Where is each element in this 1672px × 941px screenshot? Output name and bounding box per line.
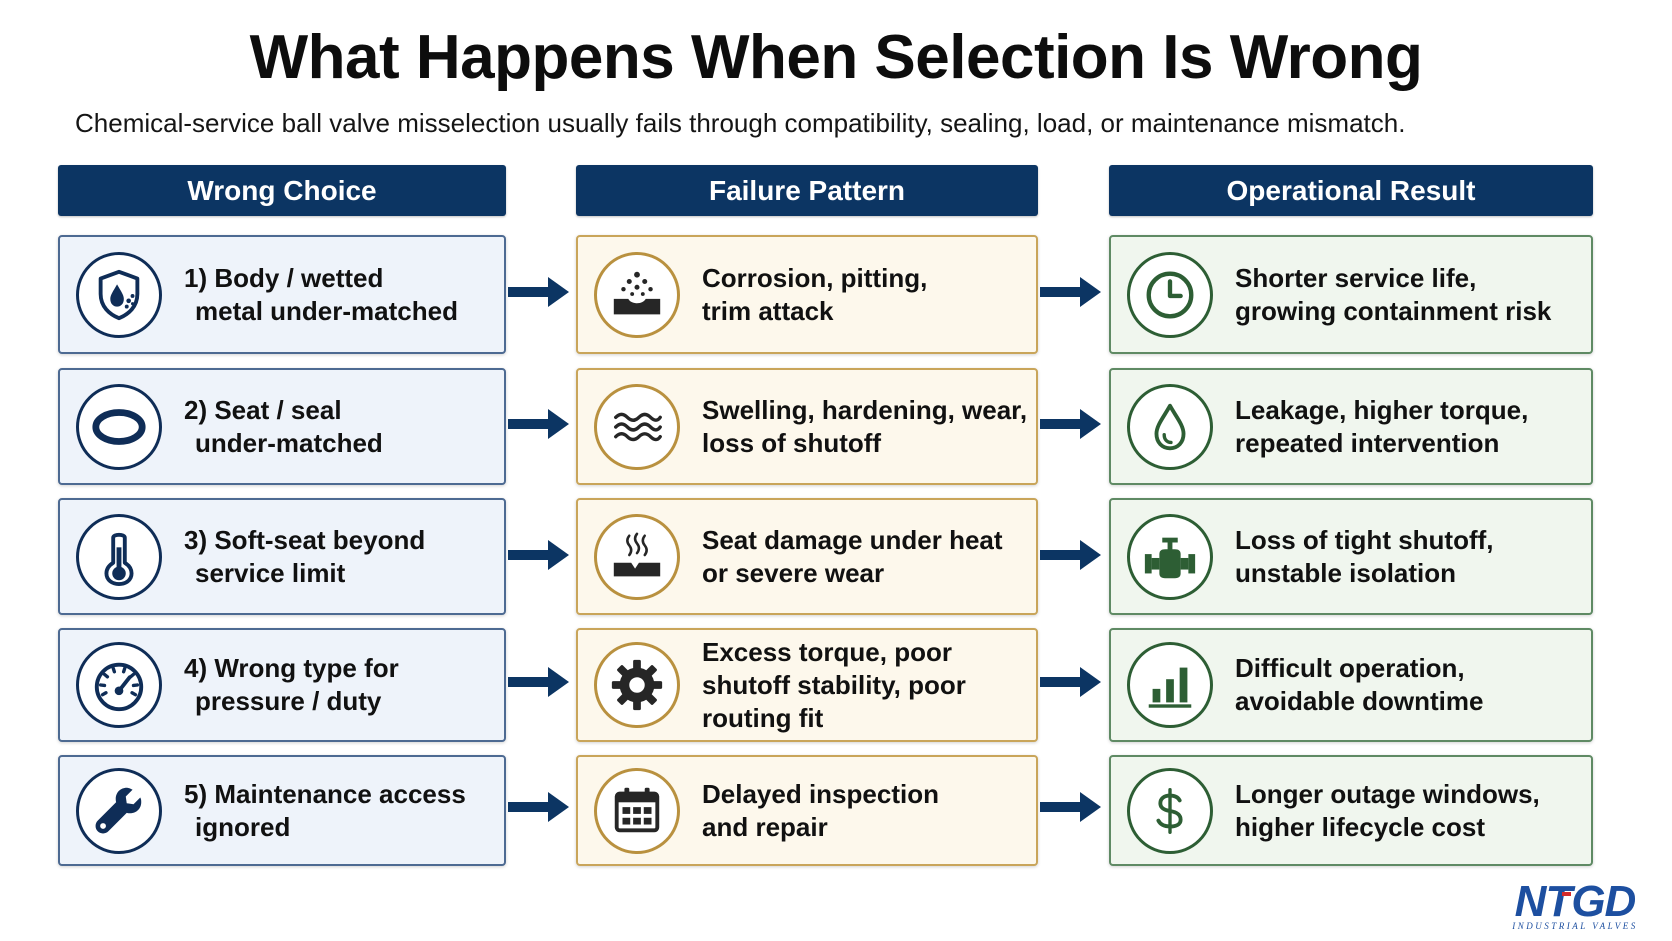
arrow-right-icon: [508, 540, 569, 570]
operational-result-text: Difficult operation, avoidable downtime: [1235, 652, 1579, 718]
card-line: Seat damage under heat: [702, 525, 1003, 555]
wrong-choice-card-2: 2) Seat / seal under-matched: [58, 368, 506, 485]
wrong-choice-text: 5) Maintenance access ignored: [184, 778, 492, 844]
wrong-choice-text: 3) Soft-seat beyond service limit: [184, 524, 492, 590]
card-line: Delayed inspection: [702, 779, 939, 809]
operational-result-card-3: Loss of tight shutoff, unstable isolatio…: [1109, 498, 1593, 615]
failure-pattern-card-3: Seat damage under heat or severe wear: [576, 498, 1038, 615]
gauge-icon: [76, 642, 162, 728]
bar-chart-icon: [1127, 642, 1213, 728]
card-line: Corrosion, pitting,: [702, 263, 928, 293]
card-line: growing containment risk: [1235, 296, 1552, 326]
wrench-icon: [76, 768, 162, 854]
failure-pattern-card-1: Corrosion, pitting, trim attack: [576, 235, 1038, 354]
card-line: higher lifecycle cost: [1235, 812, 1485, 842]
arrow-right-icon: [1040, 409, 1101, 439]
operational-result-text: Shorter service life, growing containmen…: [1235, 262, 1579, 328]
operational-result-text: Longer outage windows, higher lifecycle …: [1235, 778, 1579, 844]
card-line: Longer outage windows,: [1235, 779, 1540, 809]
card-line: Leakage, higher torque,: [1235, 395, 1529, 425]
dollar-icon: [1127, 768, 1213, 854]
failure-pattern-card-4: Excess torque, poor shutoff stability, p…: [576, 628, 1038, 742]
card-line: repeated intervention: [1235, 428, 1500, 458]
arrow-right-icon: [508, 409, 569, 439]
card-line: and repair: [702, 812, 828, 842]
wrong-choice-text: 1) Body / wetted metal under-matched: [184, 262, 492, 328]
card-line: metal under-matched: [195, 296, 458, 326]
arrow-right-icon: [1040, 540, 1101, 570]
arrow-right-icon: [1040, 667, 1101, 697]
card-line: 3) Soft-seat beyond: [184, 525, 426, 555]
card-line: under-matched: [195, 428, 383, 458]
clock-icon: [1127, 252, 1213, 338]
card-line: or severe wear: [702, 558, 885, 588]
gear-icon: [594, 642, 680, 728]
failure-pattern-card-2: Swelling, hardening, wear, loss of shuto…: [576, 368, 1038, 485]
card-line: Loss of tight shutoff,: [1235, 525, 1494, 555]
shield-droplet-icon: [76, 252, 162, 338]
page-title: What Happens When Selection Is Wrong: [249, 23, 1423, 92]
operational-result-card-4: Difficult operation, avoidable downtime: [1109, 628, 1593, 742]
arrow-right-icon: [1040, 792, 1101, 822]
wrong-choice-card-4: 4) Wrong type for pressure / duty: [58, 628, 506, 742]
card-line: service limit: [195, 558, 346, 588]
card-line: ignored: [195, 812, 291, 842]
card-line: unstable isolation: [1235, 558, 1457, 588]
card-line: trim attack: [702, 296, 834, 326]
arrow-right-icon: [1040, 277, 1101, 307]
card-line: 4) Wrong type for: [184, 653, 399, 683]
column-header-failure-pattern: Failure Pattern: [576, 165, 1038, 216]
card-line: pressure / duty: [195, 686, 382, 716]
arrow-right-icon: [508, 667, 569, 697]
card-line: shutoff stability, poor: [702, 670, 966, 700]
operational-result-card-5: Longer outage windows, higher lifecycle …: [1109, 755, 1593, 866]
card-line: Shorter service life,: [1235, 263, 1477, 293]
logo-tagline: INDUSTRIAL VALVES: [1511, 921, 1638, 931]
column-header-operational-result: Operational Result: [1109, 165, 1593, 216]
card-line: loss of shutoff: [702, 428, 882, 458]
card-line: 1) Body / wetted: [184, 263, 384, 293]
thermometer-icon: [76, 514, 162, 600]
failure-pattern-text: Corrosion, pitting, trim attack: [702, 262, 1024, 328]
corrosion-pitting-icon: [594, 252, 680, 338]
card-line: routing fit: [702, 703, 824, 733]
card-line: 5) Maintenance access: [184, 779, 466, 809]
failure-pattern-card-5: Delayed inspection and repair: [576, 755, 1038, 866]
heat-damage-icon: [594, 514, 680, 600]
wrong-choice-text: 4) Wrong type for pressure / duty: [184, 652, 492, 718]
wrong-choice-text: 2) Seat / seal under-matched: [184, 394, 492, 460]
failure-pattern-text: Excess torque, poor shutoff stability, p…: [702, 636, 1024, 735]
wrong-choice-card-5: 5) Maintenance access ignored: [58, 755, 506, 866]
operational-result-card-2: Leakage, higher torque, repeated interve…: [1109, 368, 1593, 485]
droplet-icon: [1127, 384, 1213, 470]
operational-result-text: Loss of tight shutoff, unstable isolatio…: [1235, 524, 1579, 590]
operational-result-card-1: Shorter service life, growing containmen…: [1109, 235, 1593, 354]
logo-brand: NTGD: [1515, 877, 1636, 926]
page-subtitle: Chemical-service ball valve misselection…: [75, 108, 1406, 138]
card-line: avoidable downtime: [1235, 686, 1484, 716]
failure-pattern-text: Seat damage under heat or severe wear: [702, 524, 1024, 590]
wrong-choice-card-1: 1) Body / wetted metal under-matched: [58, 235, 506, 354]
calendar-icon: [594, 768, 680, 854]
card-line: Difficult operation,: [1235, 653, 1465, 683]
operational-result-text: Leakage, higher torque, repeated interve…: [1235, 394, 1579, 460]
ntgd-logo: NTGD INDUSTRIAL VALVES: [1511, 877, 1638, 931]
arrow-right-icon: [508, 792, 569, 822]
waves-icon: [594, 384, 680, 470]
card-line: Excess torque, poor: [702, 637, 952, 667]
card-line: Swelling, hardening, wear,: [702, 395, 1028, 425]
seal-ring-icon: [76, 384, 162, 470]
column-header-wrong-choice: Wrong Choice: [58, 165, 506, 216]
valve-icon: [1127, 514, 1213, 600]
wrong-choice-card-3: 3) Soft-seat beyond service limit: [58, 498, 506, 615]
failure-pattern-text: Swelling, hardening, wear, loss of shuto…: [702, 394, 1028, 460]
failure-pattern-text: Delayed inspection and repair: [702, 778, 1024, 844]
arrow-right-icon: [508, 277, 569, 307]
card-line: 2) Seat / seal: [184, 395, 342, 425]
